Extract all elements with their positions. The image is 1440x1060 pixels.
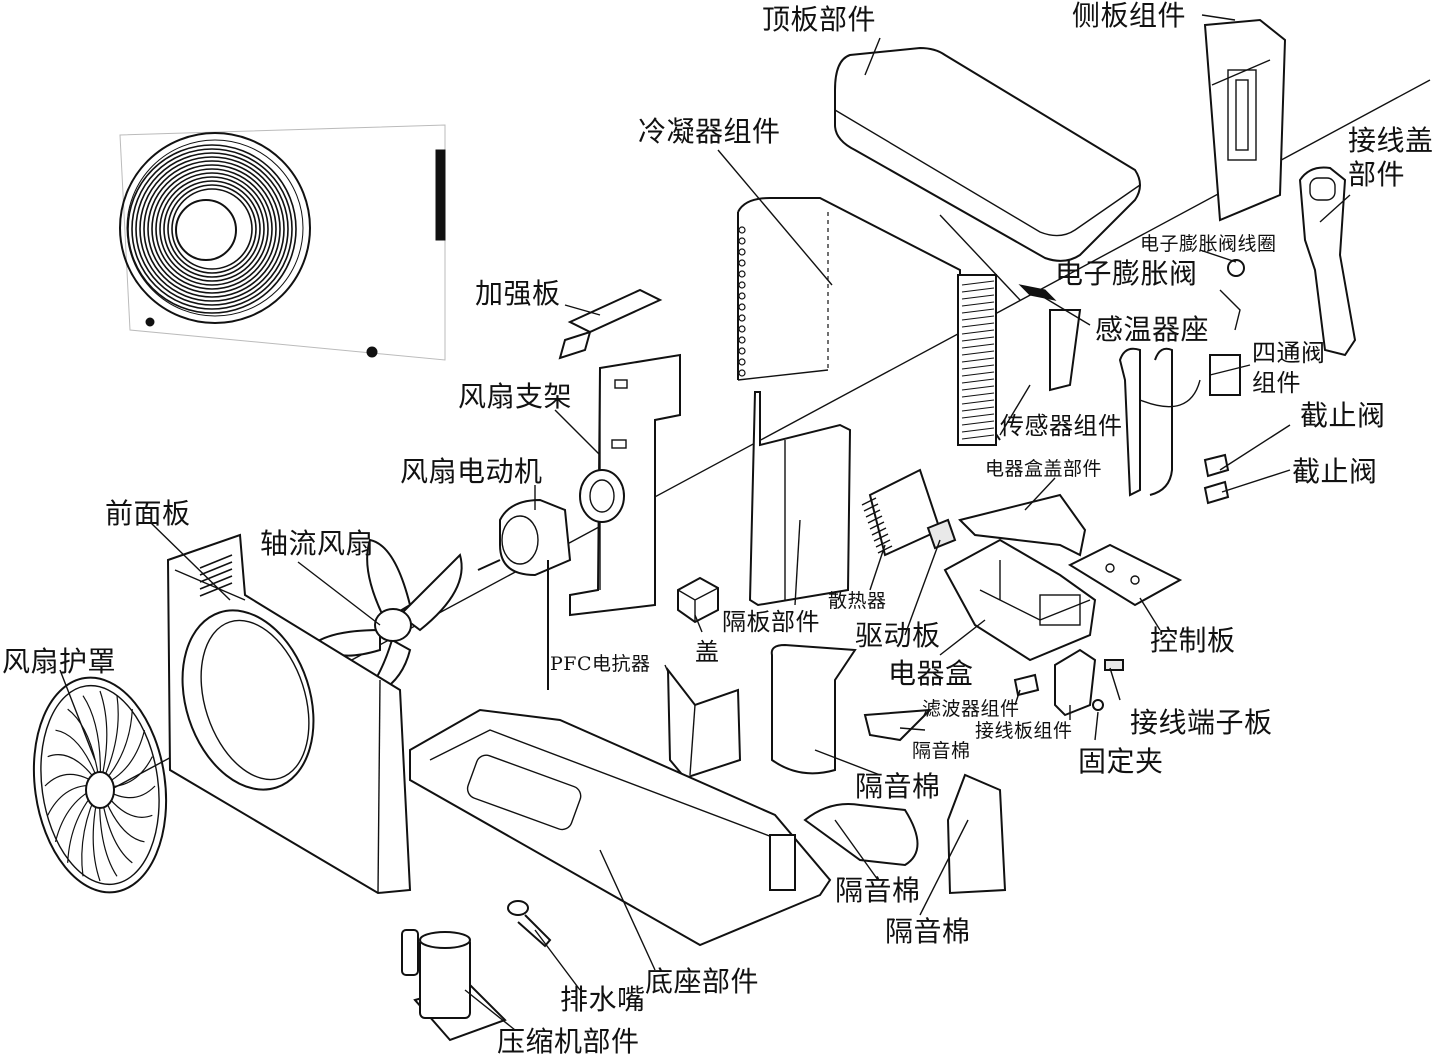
label-cover: 盖 bbox=[695, 638, 720, 666]
label-axial-fan: 轴流风扇 bbox=[260, 527, 375, 560]
driver-board-part bbox=[926, 518, 957, 550]
cover-part bbox=[677, 576, 719, 624]
terminal-plate-assembly-part bbox=[1013, 648, 1124, 717]
label-pfc-reactor: PFC电抗器 bbox=[550, 653, 651, 675]
label-insulation-3: 隔音棉 bbox=[885, 915, 971, 948]
label-sensor-assembly: 传感器组件 bbox=[1000, 412, 1123, 440]
label-electrical-box: 电器盒 bbox=[888, 657, 974, 690]
fan-bracket-part bbox=[569, 353, 681, 617]
label-base: 底座部件 bbox=[645, 965, 760, 998]
front-panel-part bbox=[166, 533, 412, 895]
reinforcing-plate-part bbox=[558, 288, 663, 360]
label-driver-board: 驱动板 bbox=[855, 619, 941, 652]
fan-motor-part bbox=[477, 498, 572, 690]
label-compressor: 压缩机部件 bbox=[497, 1025, 640, 1058]
label-partition: 隔板部件 bbox=[722, 608, 820, 636]
label-side-panel: 侧板组件 bbox=[1072, 0, 1187, 32]
label-reinforcing-plate: 加强板 bbox=[475, 277, 561, 310]
label-four-way-valve: 四通阀 组件 bbox=[1252, 339, 1326, 397]
label-stop-valve-1: 截止阀 bbox=[1300, 399, 1386, 432]
condenser-part bbox=[737, 197, 1001, 446]
leader-lines bbox=[59, 14, 1351, 1031]
label-terminal-cover: 接线盖 部件 bbox=[1348, 124, 1434, 191]
top-panel-part bbox=[834, 46, 1141, 262]
label-fan-motor: 风扇电动机 bbox=[400, 455, 543, 488]
label-fan-guard: 风扇护罩 bbox=[2, 645, 117, 678]
label-insulation-2: 隔音棉 bbox=[835, 874, 921, 907]
label-drain: 排水嘴 bbox=[560, 983, 646, 1016]
fan-guard-part bbox=[32, 676, 168, 894]
label-control-board: 控制板 bbox=[1150, 624, 1236, 657]
label-front-panel: 前面板 bbox=[105, 497, 191, 530]
label-terminal-block: 接线端子板 bbox=[1130, 706, 1273, 739]
control-board-part bbox=[1067, 543, 1183, 607]
pfc-reactor-part bbox=[666, 666, 742, 780]
label-insulation-1: 隔音棉 bbox=[855, 770, 941, 803]
label-condenser: 冷凝器组件 bbox=[638, 115, 781, 148]
label-exv: 电子膨胀阀 bbox=[1055, 257, 1198, 290]
side-panel-part bbox=[1203, 18, 1287, 222]
sensor-and-pipes bbox=[939, 214, 1245, 505]
compressor-part bbox=[401, 929, 507, 1042]
assembled-unit-thumbnail bbox=[119, 124, 446, 361]
label-exv-coil: 电子膨胀阀线圈 bbox=[1140, 233, 1277, 255]
drain-part bbox=[507, 900, 552, 948]
label-ebox-cover: 电器盒盖部件 bbox=[985, 458, 1103, 480]
label-fan-bracket: 风扇支架 bbox=[458, 380, 573, 413]
partition-part bbox=[748, 391, 852, 607]
label-heat-sink: 散热器 bbox=[828, 590, 887, 612]
label-stop-valve-2: 截止阀 bbox=[1292, 455, 1378, 488]
heat-sink-part bbox=[861, 468, 942, 557]
label-sensor-seat: 感温器座 bbox=[1095, 313, 1210, 346]
ebox-cover-part bbox=[958, 493, 1087, 557]
base-part bbox=[409, 708, 832, 947]
label-clamp: 固定夹 bbox=[1078, 745, 1164, 778]
label-top-panel: 顶板部件 bbox=[762, 3, 877, 36]
label-insulation-small: 隔音棉 bbox=[912, 740, 971, 762]
insulation-parts bbox=[770, 643, 1007, 895]
label-filter-assembly: 滤波器组件 bbox=[922, 698, 1020, 720]
terminal-cover-part bbox=[1298, 166, 1357, 357]
electrical-box-part bbox=[943, 538, 1097, 662]
label-terminal-plate-assembly: 接线板组件 bbox=[975, 720, 1073, 742]
